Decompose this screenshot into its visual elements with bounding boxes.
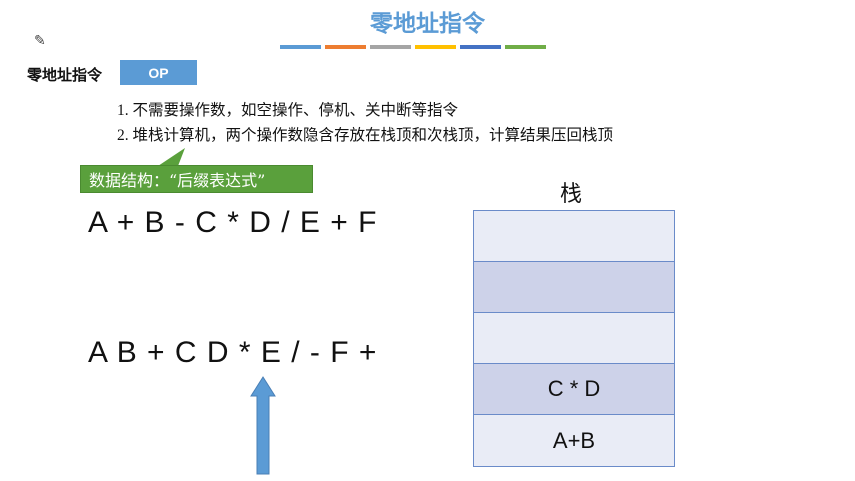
point-2: 2. 堆栈计算机，两个操作数隐含存放在栈顶和次栈顶，计算结果压回栈顶: [117, 127, 614, 144]
callout-pointer: [158, 148, 185, 166]
stack-cell: A+B: [474, 415, 674, 466]
slide-title: 零地址指令: [370, 10, 485, 36]
divider-bar: [505, 45, 546, 49]
divider-bar: [325, 45, 366, 49]
stack-cell: [474, 211, 674, 262]
stack: C * D A+B: [473, 210, 675, 467]
divider-bar: [280, 45, 321, 49]
format-label: 零地址指令: [27, 67, 103, 84]
point-1: 1. 不需要操作数，如空操作、停机、关中断等指令: [117, 102, 459, 119]
postfix-expression: A B + C D * E / - F +: [88, 336, 378, 369]
up-arrow-icon: [250, 376, 276, 475]
divider-bar: [415, 45, 456, 49]
divider-bar: [460, 45, 501, 49]
infix-expression: A + B - C * D / E + F: [88, 206, 378, 239]
stack-cell: C * D: [474, 364, 674, 415]
divider-bar: [370, 45, 411, 49]
stack-title: 栈: [560, 181, 583, 206]
stack-cell: [474, 262, 674, 313]
stack-cell: [474, 313, 674, 364]
callout-box: 数据结构：“后缀表达式”: [80, 165, 313, 193]
pencil-icon[interactable]: ✎: [34, 32, 46, 48]
op-field: OP: [120, 60, 197, 85]
